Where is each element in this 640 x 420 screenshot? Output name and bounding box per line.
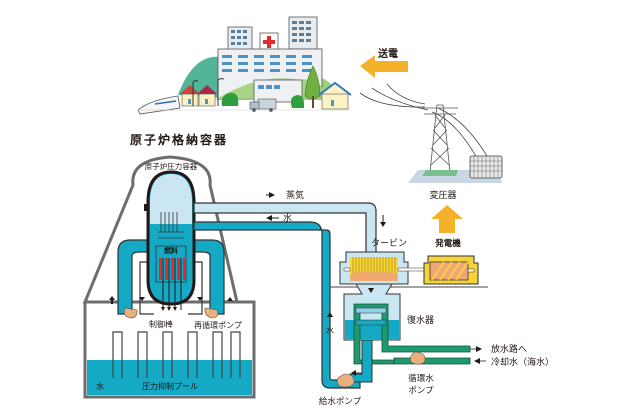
bush [221,92,239,106]
feedwater-pump [336,373,355,388]
feedwater-up-arrow-icon [327,312,333,317]
containment-vessel [82,155,239,304]
bush [290,95,305,108]
control-rods [162,258,182,310]
turbine-label: タービン [371,238,407,249]
condensate-left-arrow-icon [351,370,356,376]
recirculation-pump-right [204,307,219,319]
recirculation-pump-label: 再循環ポンプ [194,320,242,330]
cooling-in-arrow-icon [474,358,480,364]
feedwater-pump-label: 給水ポンプ [319,396,362,407]
water-return-label: 水 [283,212,292,224]
downcomer-pipes [112,331,241,378]
pressure-vessel-label: 原子炉圧力容器 [145,161,198,171]
fuel-label: 燃料 [163,246,178,255]
circulating-water-pump [409,351,426,365]
steam-label: 蒸気 [286,189,304,201]
feedwater-up-label: 水 [326,325,334,335]
recirculation-pump-left [123,307,138,319]
up-arrow-icon [431,205,463,233]
containment-title: 原子炉格納容器 [130,132,228,147]
house-2 [197,85,217,107]
transmission-label: 送電 [377,47,398,60]
pool-water-label: 水 [96,381,104,391]
suppression-pool-label: 圧力抑制プール [142,381,198,391]
discharge-arrow-icon [476,346,482,352]
steam-pipe [193,202,377,257]
condenser-down-arrow-icon [368,288,374,293]
red-cross-icon [263,36,275,48]
transmission-tower [422,104,458,173]
transformer-label: 変圧器 [429,189,456,201]
generator-label: 発電機 [434,238,461,249]
generator [423,255,479,285]
street-lamp [192,80,199,106]
cooling-water-label: 冷却水（海水） [491,356,554,368]
house-1 [180,85,200,107]
turbine [339,251,429,285]
steam-down-arrow-icon [380,222,386,227]
transmission-section: 送電 変圧器 [359,47,503,233]
reactor-pressure-vessel: 燃料 [144,170,198,310]
transmission-arrow-icon [360,55,408,78]
power-lines [359,83,488,159]
fuel-rods [159,258,185,280]
suppression-pool-water [87,360,252,395]
house-3 [318,81,352,110]
circulating-pump-label-2: ポンプ [408,386,434,396]
discharge-label: 放水路へ [491,343,527,355]
control-rods-label: 制御棒 [149,319,173,329]
truck [249,98,277,112]
circulating-pump-label-1: 循環水 [408,373,434,384]
city-scene [137,16,352,115]
flow-arrows-reactor [109,296,233,311]
bullet-train [137,95,181,115]
condenser-label: 復水器 [407,314,434,326]
transformer [469,155,503,179]
water-arrow-icon [266,215,272,221]
street-lamp [217,78,225,106]
